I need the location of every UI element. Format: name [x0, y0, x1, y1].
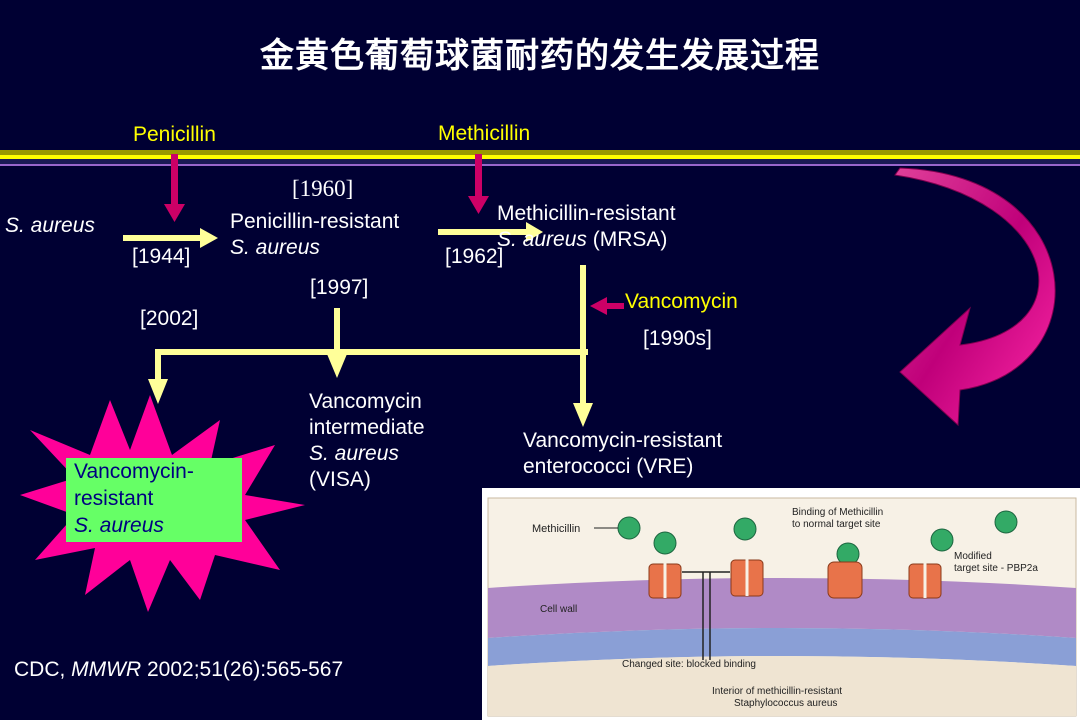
vre-line-2: enterococci (VRE): [523, 455, 694, 478]
year-1960: [1960]: [292, 176, 354, 201]
vrsa-box: Vancomycin- resistant S. aureus: [66, 458, 242, 542]
prsa-line-2: S. aureus: [230, 236, 320, 259]
prsa-label: Penicillin-resistant S. aureus: [230, 209, 399, 261]
connector-lines: [148, 265, 593, 427]
inset-methicillin-label: Methicillin: [532, 523, 580, 535]
methicillin-label: Methicillin: [438, 122, 531, 145]
citation-rest: 2002;51(26):565-567: [141, 658, 344, 681]
timeline-band-low: [0, 159, 1080, 164]
year-2002: [2002]: [140, 307, 199, 330]
citation: CDC, MMWR 2002;51(26):565-567: [14, 658, 343, 682]
inset-modified-label-1: Modified: [954, 551, 992, 562]
vre-label: Vancomycin-resistant enterococci (VRE): [523, 428, 722, 480]
inset-interior-label-2: Staphylococcus aureus: [734, 698, 837, 709]
cycle-curved-arrow: [894, 167, 1056, 427]
visa-line-4: (VISA): [309, 468, 371, 491]
arrow-to-mrsa: [438, 222, 543, 242]
vrsa-line-3: S. aureus: [74, 514, 164, 537]
inset-graphic: Methicillin Binding of Methicillin to no…: [487, 497, 1077, 717]
citation-prefix: CDC,: [14, 658, 72, 681]
vrsa-line-2: resistant: [74, 487, 154, 510]
citation-journal: MMWR: [71, 658, 142, 681]
inset-cell-wall-label: Cell wall: [540, 604, 577, 615]
prsa-line-1: Penicillin-resistant: [230, 210, 400, 233]
cell-interior: [488, 656, 1076, 716]
pbp-gaps: [663, 558, 927, 598]
penicillin-arrow: [164, 154, 185, 222]
timeline-band-mid: [0, 155, 1080, 159]
inset-changed-site-label: Changed site: blocked binding: [622, 659, 756, 670]
inset-illustration: Methicillin Binding of Methicillin to no…: [482, 488, 1080, 720]
mrsa-line-2: S. aureus (MRSA): [497, 227, 676, 253]
methicillin-arrow: [468, 154, 489, 214]
inset-modified-label-2: target site - PBP2a: [954, 563, 1038, 574]
vancomycin-arrow: [590, 297, 624, 315]
visa-line-2: intermediate: [309, 416, 425, 439]
visa-line-1: Vancomycin: [309, 390, 422, 413]
year-1990s: [1990s]: [643, 327, 712, 350]
timeline-band-line: [0, 164, 1080, 166]
visa-line-3: S. aureus: [309, 442, 399, 465]
year-1997: [1997]: [310, 276, 369, 299]
vancomycin-label: Vancomycin: [625, 290, 738, 313]
mrsa-label: Methicillin-resistant S. aureus (MRSA): [497, 201, 676, 253]
mrsa-line-1: Methicillin-resistant: [497, 202, 676, 225]
visa-label: Vancomycin intermediate S. aureus (VISA): [309, 389, 425, 493]
year-1944: [1944]: [132, 245, 191, 268]
inset-binding-label-2: to normal target site: [792, 519, 881, 530]
page-title: 金黄色葡萄球菌耐药的发生发展过程: [260, 36, 820, 76]
mrsa-line-2-italic: S. aureus: [497, 228, 587, 251]
s-aureus-label: S. aureus: [5, 214, 95, 237]
vre-line-1: Vancomycin-resistant: [523, 429, 723, 452]
mrsa-line-2-rest: (MRSA): [586, 228, 668, 251]
inset-binding-label-1: Binding of Methicillin: [792, 507, 883, 518]
inset-interior-label-1: Interior of methicillin-resistant: [712, 686, 842, 697]
arrow-to-prsa: [123, 228, 218, 248]
penicillin-label: Penicillin: [133, 123, 216, 146]
year-1962: [1962]: [445, 245, 504, 268]
cell-wall-inner: [488, 628, 1076, 666]
vrsa-line-1: Vancomycin-: [74, 460, 194, 483]
timeline-band-top: [0, 150, 1080, 155]
